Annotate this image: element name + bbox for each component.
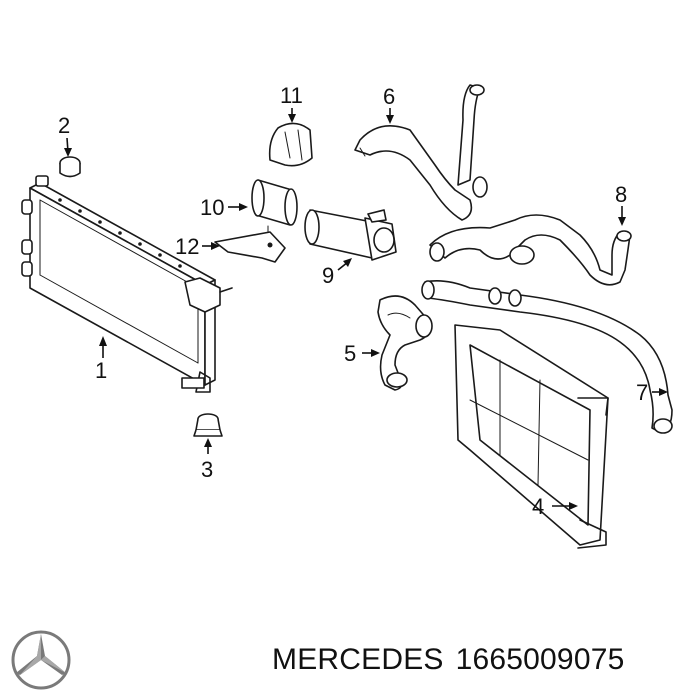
- fan-shroud-frame: [454, 324, 609, 549]
- callout-label-6: 6: [383, 84, 395, 109]
- callout-label-11: 11: [280, 83, 303, 108]
- callout-label-9: 9: [322, 263, 334, 288]
- callout-label-2: 2: [58, 113, 70, 138]
- short-hose: [377, 295, 433, 391]
- cover: [268, 122, 313, 167]
- callouts: 1 2 3 4 5 6 7 8 9 10: [58, 83, 668, 519]
- part-caption: MERCEDES 1665009075: [272, 643, 636, 677]
- callout-label-7: 7: [636, 380, 648, 405]
- callout-label-8: 8: [615, 182, 627, 207]
- callout-label-4: 4: [532, 494, 544, 519]
- long-hose: [421, 280, 673, 434]
- part-number: 1665009075: [455, 643, 625, 676]
- sleeve: [251, 179, 298, 226]
- callout-label-3: 3: [201, 457, 213, 482]
- coolant-hose: [429, 214, 632, 286]
- callout-label-10: 10: [200, 195, 224, 220]
- brand-name: MERCEDES: [272, 643, 444, 676]
- mercedes-star-logo: [11, 630, 71, 690]
- upper-hose: [354, 84, 488, 221]
- water-pump: [304, 209, 397, 261]
- bracket: [214, 225, 286, 263]
- callout-label-12: 12: [175, 234, 199, 259]
- rubber-mount: [193, 413, 223, 437]
- radiator: [21, 175, 233, 393]
- radiator-cap: [59, 156, 81, 178]
- callout-label-1: 1: [95, 358, 107, 383]
- callout-label-5: 5: [344, 341, 356, 366]
